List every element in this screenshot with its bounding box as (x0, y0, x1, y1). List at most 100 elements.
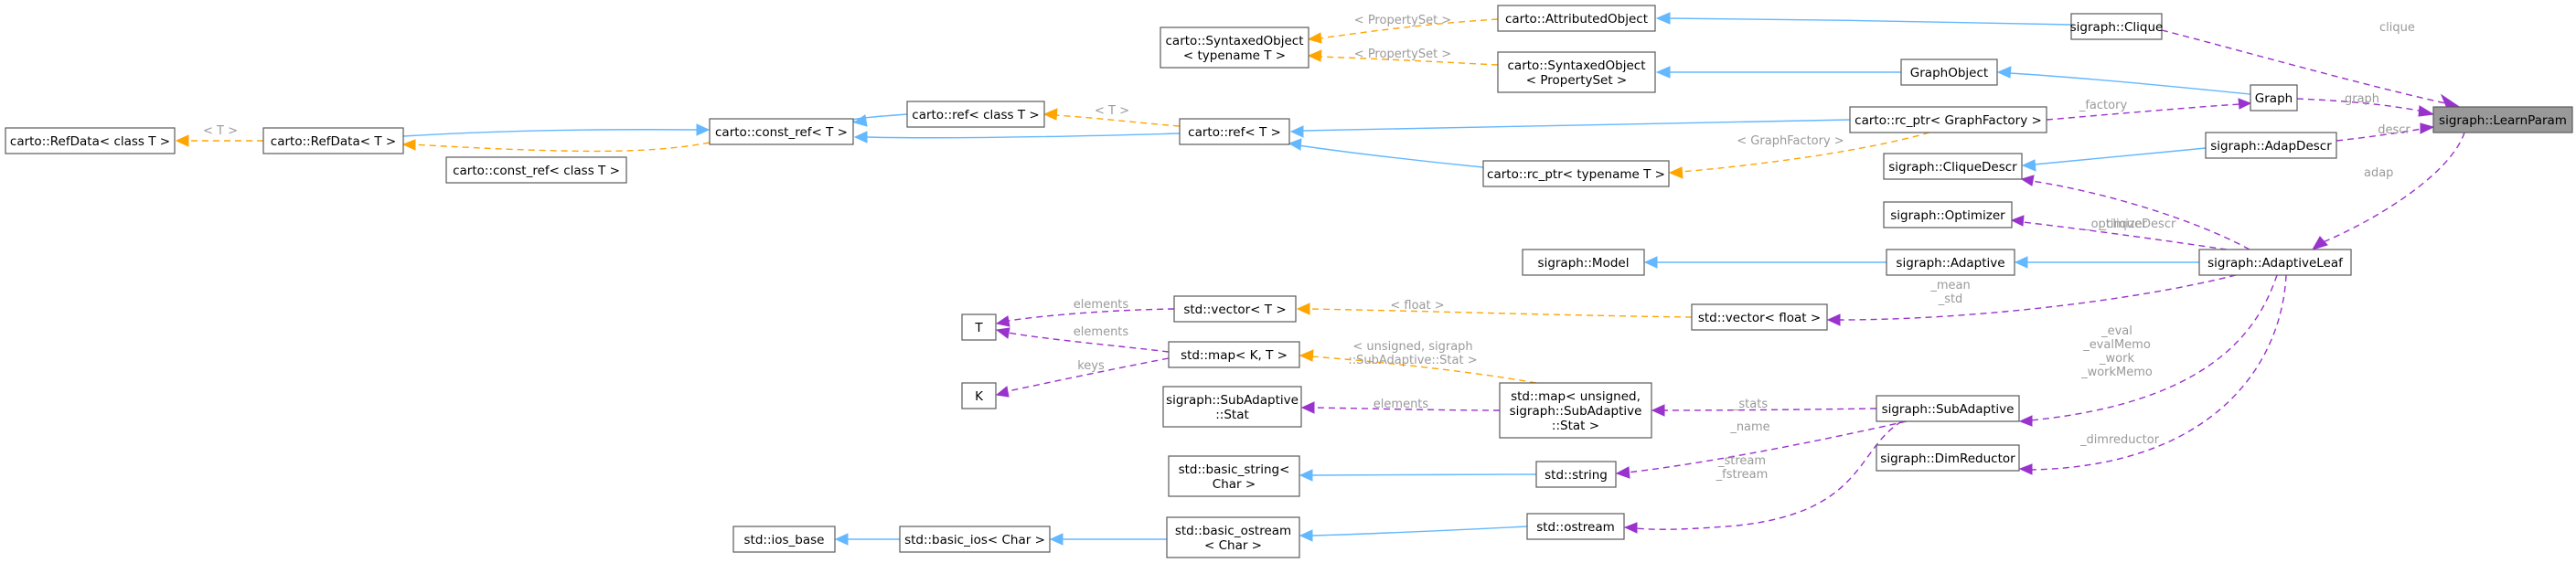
node-label: carto::SyntaxedObject (1508, 58, 1646, 73)
node-syntaxedobject-ps[interactable]: carto::SyntaxedObject< PropertySet > (1497, 51, 1656, 93)
node-model[interactable]: sigraph::Model (1522, 249, 1645, 276)
node-box (1876, 395, 2020, 422)
edge-refdata-class-to-refdata-t: < T > (175, 124, 264, 147)
node-box (1499, 382, 1652, 439)
edge-clique-to-learnparam: clique (2161, 21, 2460, 107)
node-ostream[interactable]: std::ostream (1526, 513, 1625, 540)
edge-string-to-subadaptive: _name (1615, 420, 1908, 479)
edge-arrowhead (2440, 93, 2460, 107)
edge-label: _stream (1717, 454, 1766, 468)
edge-arrowhead (2020, 175, 2035, 186)
edge-arrowhead (1299, 349, 1314, 362)
node-box (2250, 84, 2298, 112)
edge-dimreductor-to-adaptiveleaf: _dimreductor (2018, 274, 2287, 475)
edge-line (2030, 274, 2287, 471)
node-label: carto::const_ref< T > (715, 125, 848, 140)
edge-label: _stats (1732, 398, 1768, 411)
node-syntaxedobject-t[interactable]: carto::SyntaxedObject< typename T > (1160, 27, 1309, 69)
node-k[interactable]: K (961, 382, 997, 409)
edge-arrowhead (696, 123, 711, 136)
node-box (732, 526, 836, 553)
node-label: Char > (1213, 477, 1256, 492)
edge-arrowhead (1623, 522, 1638, 534)
edge-adaptiveleaf-to-learnparam: adap (2311, 132, 2465, 250)
node-label: std::map< unsigned, (1511, 389, 1641, 404)
node-adaptive[interactable]: sigraph::Adaptive (1886, 249, 2015, 276)
edge-line (1667, 17, 2072, 26)
edge-arrowhead (1299, 469, 1313, 482)
node-ref-class[interactable]: carto::ref< class T > (906, 101, 1045, 128)
edge-arrowhead (175, 134, 189, 147)
edge-map-unsigned-to-subadaptive: _stats (1651, 398, 1877, 417)
node-box (1535, 461, 1617, 488)
node-label: carto::ref< T > (1188, 125, 1281, 140)
edge-label: < T > (203, 124, 238, 138)
node-basic-ostream[interactable]: std::basic_ostream< Char > (1166, 516, 1300, 558)
edge-syntaxedobject-t-to-syntaxedobject-ps: < PropertySet > (1307, 48, 1499, 66)
edge-arrowhead (1651, 404, 1665, 417)
node-optimizer[interactable]: sigraph::Optimizer (1883, 201, 2013, 228)
edge-cliquedescr-to-adaptiveleaf: _cliqueDescr (2020, 175, 2250, 250)
node-graphobject[interactable]: GraphObject (1900, 58, 1998, 86)
node-string[interactable]: std::string (1535, 461, 1617, 488)
edge-label: _fstream (1716, 468, 1769, 482)
node-clique[interactable]: sigraph::Clique (2070, 13, 2164, 40)
node-learnparam[interactable]: sigraph::LearnParam (2432, 106, 2573, 133)
edge-arrowhead (1668, 166, 1683, 179)
node-vector-float[interactable]: std::vector< float > (1691, 303, 1828, 331)
node-cliquedescr[interactable]: sigraph::CliqueDescr (1883, 153, 2023, 180)
edge-arrowhead (1996, 66, 2012, 79)
edge-line (1627, 420, 1908, 473)
edge-ostream-to-subadaptive: _stream_fstream (1623, 420, 1903, 534)
node-ios-base[interactable]: std::ios_base (732, 526, 836, 553)
node-map-kt[interactable]: std::map< K, T > (1168, 341, 1300, 368)
edge-label: clique (2379, 21, 2415, 35)
node-graph[interactable]: Graph (2250, 84, 2298, 112)
node-adaptiveleaf[interactable]: sigraph::AdaptiveLeaf (2198, 249, 2352, 276)
node-attributedobject[interactable]: carto::AttributedObject (1497, 5, 1656, 32)
node-refdata-t[interactable]: carto::RefData< T > (262, 127, 404, 154)
edge-line (1662, 408, 1877, 411)
node-adapdescr[interactable]: sigraph::AdapDescr (2205, 132, 2337, 159)
edge-line (1007, 308, 1175, 322)
node-ref-t[interactable]: carto::ref< T > (1179, 118, 1290, 145)
edge-arrowhead (1042, 108, 1058, 121)
node-refdata-class[interactable]: carto::RefData< class T > (5, 127, 176, 154)
node-vector-t[interactable]: std::vector< T > (1173, 295, 1297, 323)
node-subadaptive-stat[interactable]: sigraph::SubAdaptive::Stat (1162, 386, 1302, 428)
edge-arrowhead (1300, 401, 1315, 414)
node-basic-ios[interactable]: std::basic_ios< Char > (899, 526, 1051, 553)
edge-label: _workMemo (2080, 366, 2153, 379)
node-box (1886, 249, 2015, 276)
edge-arrowhead (2311, 236, 2328, 250)
node-dimreductor[interactable]: sigraph::DimReductor (1876, 444, 2020, 472)
node-label: carto::RefData< class T > (10, 134, 170, 149)
node-subadaptive[interactable]: sigraph::SubAdaptive (1876, 395, 2020, 422)
edge-label: < T > (1095, 104, 1129, 118)
edge-label: elements (1074, 298, 1129, 312)
node-rcptr-typename[interactable]: carto::rc_ptr< typename T > (1482, 160, 1670, 187)
node-map-unsigned[interactable]: std::map< unsigned,sigraph::SubAdaptive:… (1499, 382, 1652, 439)
edge-t-to-map-kt: elements (995, 325, 1170, 353)
node-basic-string[interactable]: std::basic_string<Char > (1168, 455, 1300, 497)
edge-constref-t-to-ref-t (853, 131, 1181, 143)
edge-label: _mean (1929, 279, 1970, 292)
edge-subadaptive-stat-to-map-unsigned: elements (1300, 398, 1501, 414)
edge-label: _std (1938, 292, 1963, 306)
node-constref-t[interactable]: carto::const_ref< T > (709, 118, 854, 145)
edge-label: adap (2364, 166, 2393, 180)
edge-label: < unsigned, sigraph (1352, 340, 1472, 354)
edge-arrowhead (1826, 313, 1841, 326)
node-box (1497, 51, 1656, 93)
edge-arrowhead (995, 327, 1010, 339)
edge-label: ::SubAdaptive::Stat > (1348, 354, 1477, 367)
node-constref-class[interactable]: carto::const_ref< class T > (445, 156, 627, 184)
node-rcptr-graphfactory[interactable]: carto::rc_ptr< GraphFactory > (1849, 106, 2047, 133)
edge-attributedobject-to-clique (1655, 12, 2072, 26)
edge-adapdescr-to-learnparam: descr (2336, 122, 2435, 142)
node-box (899, 526, 1051, 553)
node-t[interactable]: T (961, 313, 997, 341)
node-box (961, 313, 997, 341)
node-label: carto::AttributedObject (1505, 12, 1648, 27)
